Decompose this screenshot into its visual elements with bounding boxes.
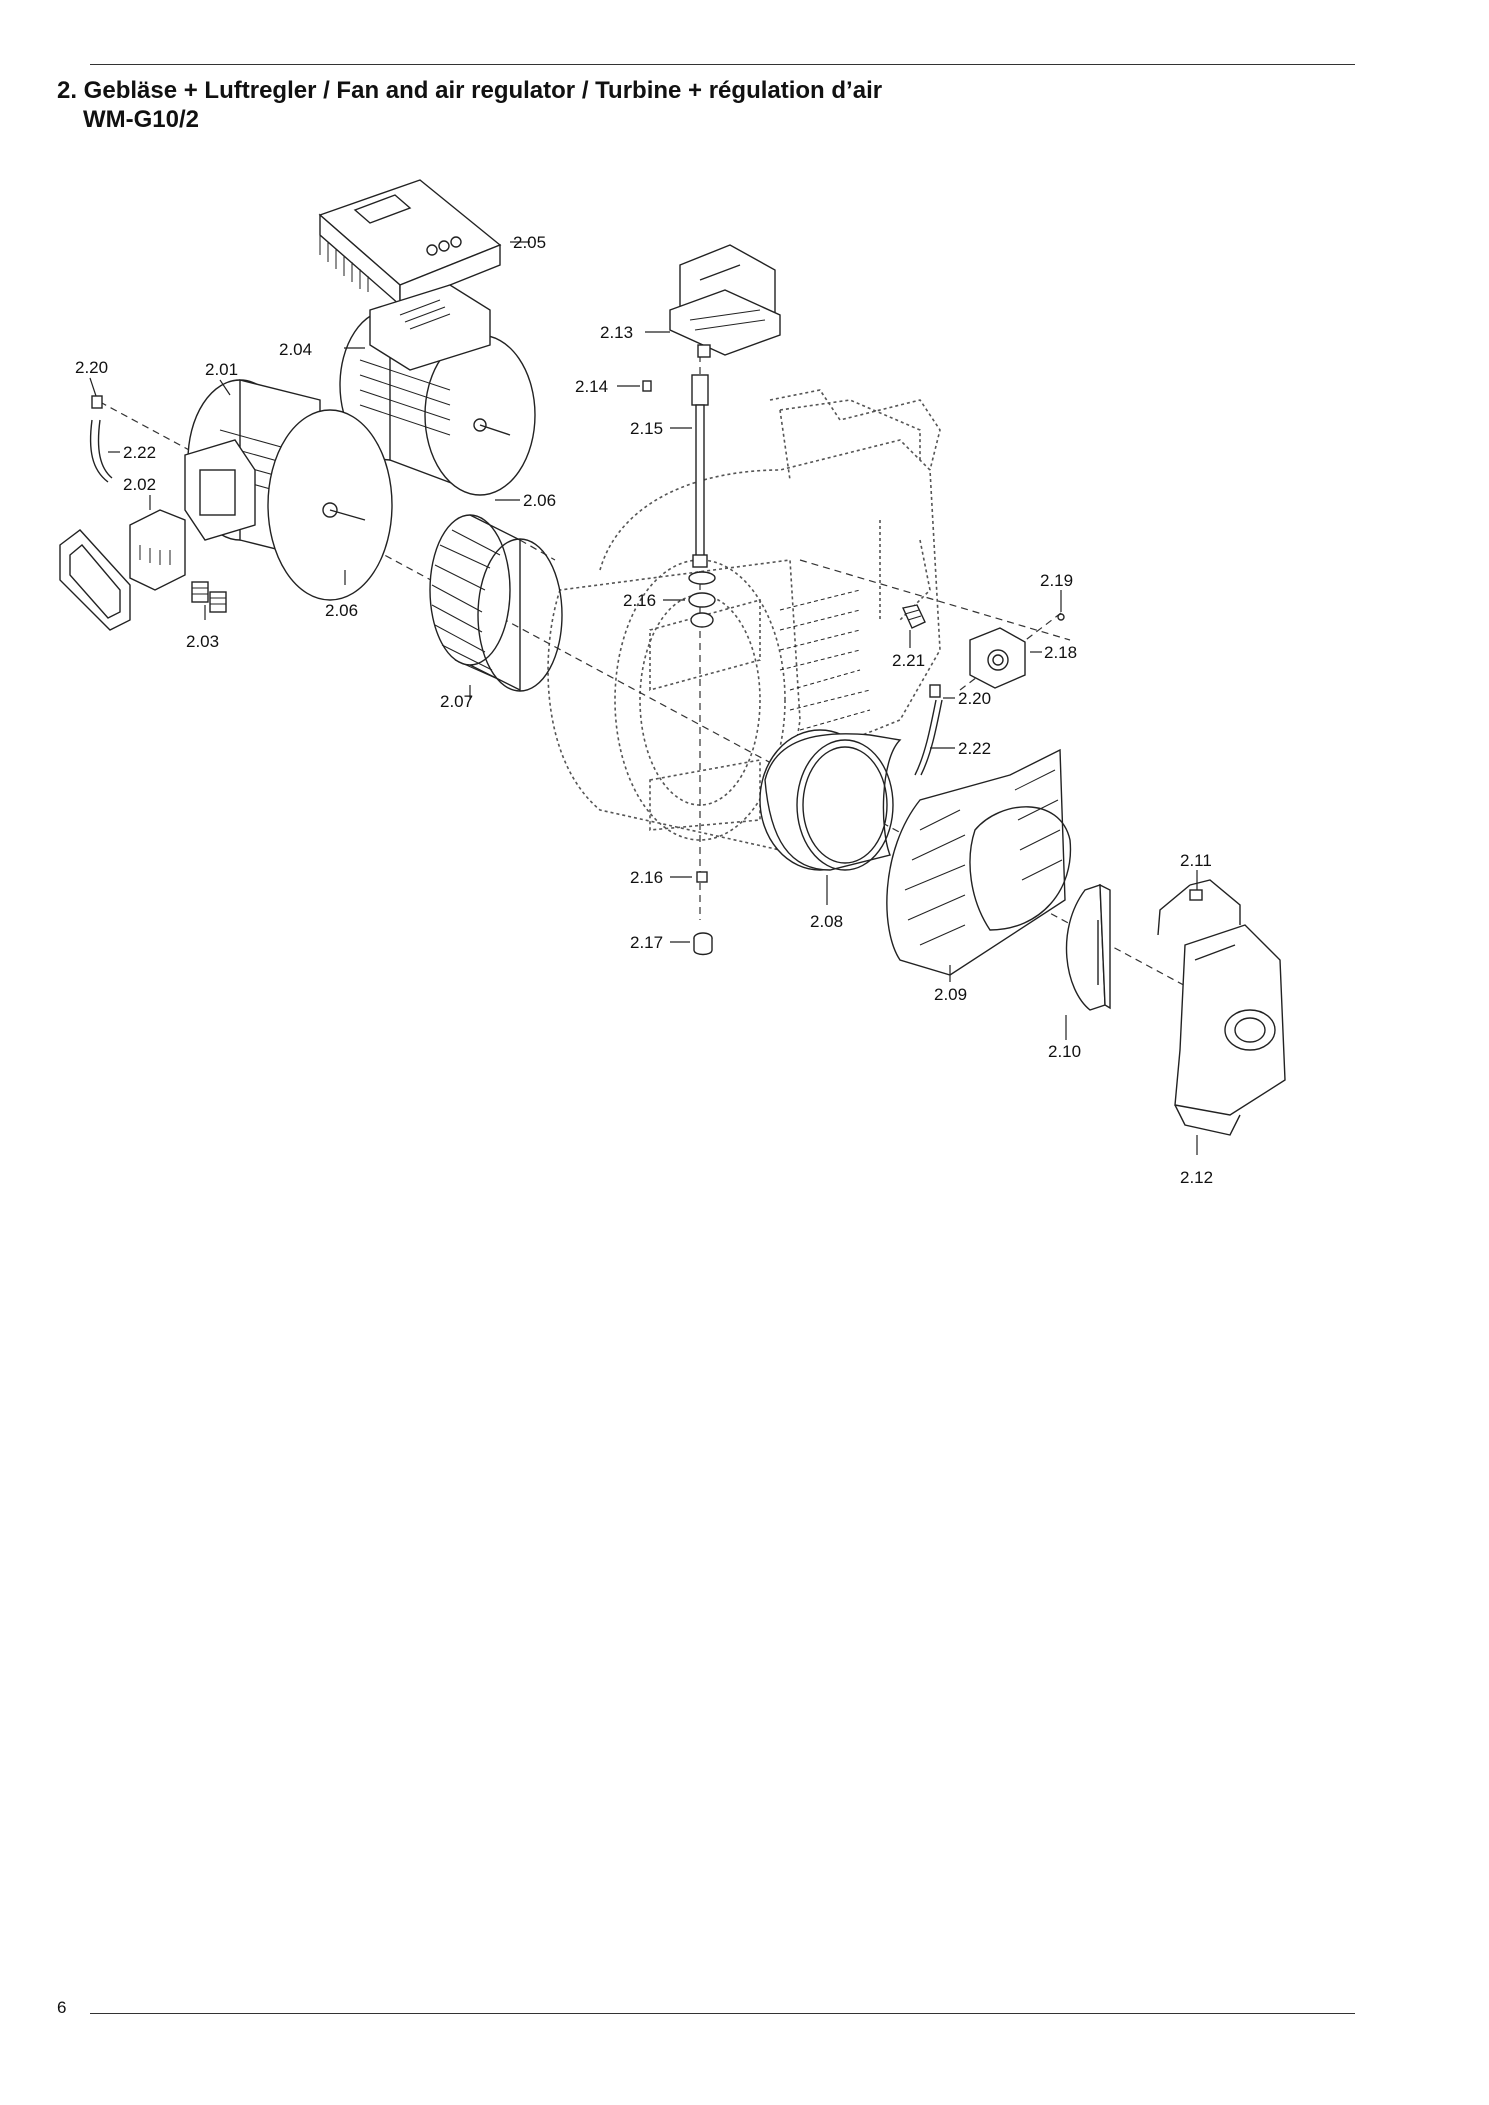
label-2-22-left: 2.22 [123, 443, 156, 462]
label-2-20-left: 2.20 [75, 358, 108, 377]
label-2-20-right: 2.20 [958, 689, 991, 708]
part-2-09-intake-grill [886, 748, 1072, 976]
part-2-18-pressure-switch [969, 627, 1026, 689]
label-2-03: 2.03 [186, 632, 219, 651]
part-2-21-nipple [902, 604, 926, 629]
part-2-13-air-actuator [669, 244, 781, 358]
label-2-14: 2.14 [575, 377, 608, 396]
title-line: 2. Gebläse + Luftregler / Fan and air re… [57, 77, 883, 104]
label-2-06-right: 2.06 [523, 491, 556, 510]
footer-rule [90, 2013, 1355, 2014]
label-2-18: 2.18 [1044, 643, 1077, 662]
label-2-21: 2.21 [892, 651, 925, 670]
part-2-20-2-22-right-sensor [914, 684, 943, 776]
label-2-01: 2.01 [205, 360, 238, 379]
label-2-16-top: 2.16 [623, 591, 656, 610]
part-2-02-contactor [129, 509, 186, 591]
part-2-15-shaft [691, 374, 709, 568]
page-title: 2. Gebläse + Luftregler / Fan and air re… [57, 76, 882, 134]
label-2-13: 2.13 [600, 323, 633, 342]
page-number: 6 [57, 1998, 67, 2017]
part-2-19-screw [1057, 613, 1065, 621]
label-2-17: 2.17 [630, 933, 663, 952]
part-2-03-cable-glands [191, 581, 227, 613]
label-2-05: 2.05 [513, 233, 546, 252]
part-2-01-motor [184, 379, 393, 601]
model-subtitle: WM-G10/2 [83, 106, 200, 133]
part-2-17-bushing [693, 932, 713, 956]
label-2-04: 2.04 [279, 340, 312, 359]
label-2-10: 2.10 [1048, 1042, 1081, 1061]
header-rule [90, 64, 1355, 65]
leader-lines [89, 241, 1198, 1155]
part-2-20-2-22-left-sensor [89, 395, 113, 483]
part-2-11-bracket [1157, 879, 1241, 936]
part-2-08-inlet-ring [759, 729, 902, 871]
label-2-16-bottom: 2.16 [630, 868, 663, 887]
part-2-14-key [642, 380, 652, 392]
label-2-19: 2.19 [1040, 571, 1073, 590]
part-2-10-air-damper [1065, 883, 1111, 1011]
label-2-11: 2.11 [1180, 851, 1212, 870]
label-2-07: 2.07 [440, 692, 473, 711]
label-2-12: 2.12 [1180, 1168, 1213, 1187]
label-2-22-right: 2.22 [958, 739, 991, 758]
part-2-04-motor [339, 284, 536, 496]
part-labels: 2.20 2.01 2.04 2.05 2.22 2.02 2.06 2.06 … [75, 233, 1213, 1187]
part-2-05-control-cover [318, 179, 502, 307]
label-2-08: 2.08 [810, 912, 843, 931]
part-2-07-fan-wheel [429, 514, 563, 692]
part-2-12-housing-cover [1174, 924, 1286, 1136]
label-2-09: 2.09 [934, 985, 967, 1004]
part-2-16-washers [688, 571, 716, 883]
label-2-02: 2.02 [123, 475, 156, 494]
label-2-15: 2.15 [630, 419, 663, 438]
burner-housing-outline [547, 389, 941, 851]
part-cover-plate [59, 529, 131, 631]
label-2-06-left: 2.06 [325, 601, 358, 620]
